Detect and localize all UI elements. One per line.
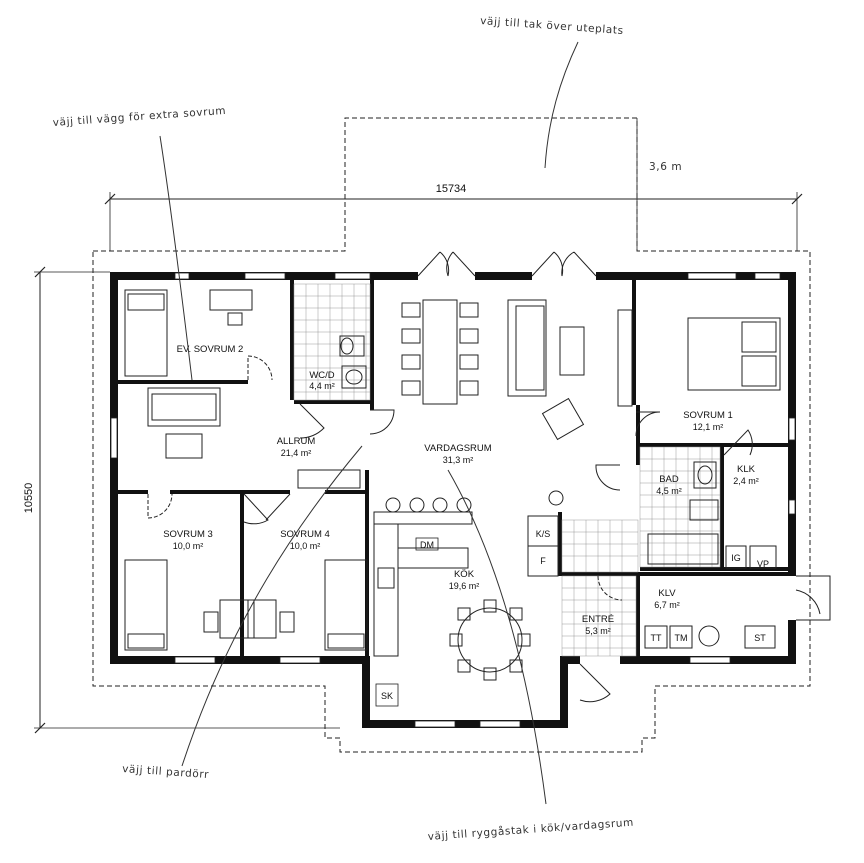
fixture-tt: TT [651,633,662,643]
fixture-vp: VP [757,559,769,569]
door-swings [147,355,831,703]
room-klk-name: KLK [737,464,756,475]
dimension-depth: 10550 [23,266,340,734]
room-sovrum-4-name: SOVRUM 4 [280,529,330,540]
room-wc-d-name: WC/D [309,370,334,381]
tile-floor [293,283,721,657]
room-vardagsrum-name: VARDAGSRUM [424,443,491,454]
annotation-leaders [159,41,579,805]
room-entre-area: 5,3 m² [585,626,611,636]
fixture-tm: TM [675,633,688,643]
room-kok-area: 19,6 m² [449,581,480,591]
room-sovrum-3-area: 10,0 m² [173,541,204,551]
furniture [124,289,781,681]
fixture-labels: K/S F DM SK IG VP TT TM ST [375,529,769,707]
fixture-st: ST [754,633,766,643]
room-vardagsrum-area: 31,3 m² [443,455,474,465]
windows [110,272,796,728]
roof-outline [92,117,811,753]
room-sovrum-1-area: 12,1 m² [693,422,724,432]
room-wc-d-area: 4,4 m² [309,381,335,391]
terrace-doors [417,251,597,277]
fixture-dm: DM [420,540,434,550]
annotation-roof-terrace: väjj till tak över uteplats [480,15,624,37]
room-sovrum-1-name: SOVRUM 1 [683,410,733,421]
room-sovrum-3-name: SOVRUM 3 [163,529,213,540]
fixture-sk: SK [381,691,393,701]
room-ev-sovrum-2-name: EV. SOVRUM 2 [177,344,244,355]
annotation-patio-door: väjj till pardörr [122,763,210,781]
room-bad-name: BAD [659,474,679,485]
room-sovrum-4-area: 10,0 m² [290,541,321,551]
dimension-width-label: 15734 [436,183,467,195]
room-entre-name: ENTRÉ [582,614,614,625]
fixture-ks: K/S [536,529,551,539]
room-bad-area: 4,5 m² [656,486,682,496]
annotation-extra-bedroom-wall: väjj till vägg för extra sovrum [52,105,226,129]
room-allrum-name: ALLRUM [277,436,316,447]
annotation-ridge-roof: väjj till ryggåstak i kök/vardagsrum [427,816,634,843]
room-kok-name: KÖK [454,569,475,580]
dimension-roof-depth: 3,6 m [636,118,682,251]
room-klv-area: 6,7 m² [654,600,680,610]
room-klv-name: KLV [658,588,676,599]
room-allrum-area: 21,4 m² [281,448,312,458]
fixture-f: F [540,556,546,566]
dimension-depth-label: 10550 [23,483,35,514]
interior-walls [118,280,788,656]
dimension-width: 15734 [104,183,803,251]
room-labels: EV. SOVRUM 2 WC/D 4,4 m² ALLRUM 21,4 m² … [163,344,759,636]
fixture-ig: IG [731,553,741,563]
dimension-roof-depth-label: 3,6 m [649,161,682,173]
room-klk-area: 2,4 m² [733,476,759,486]
